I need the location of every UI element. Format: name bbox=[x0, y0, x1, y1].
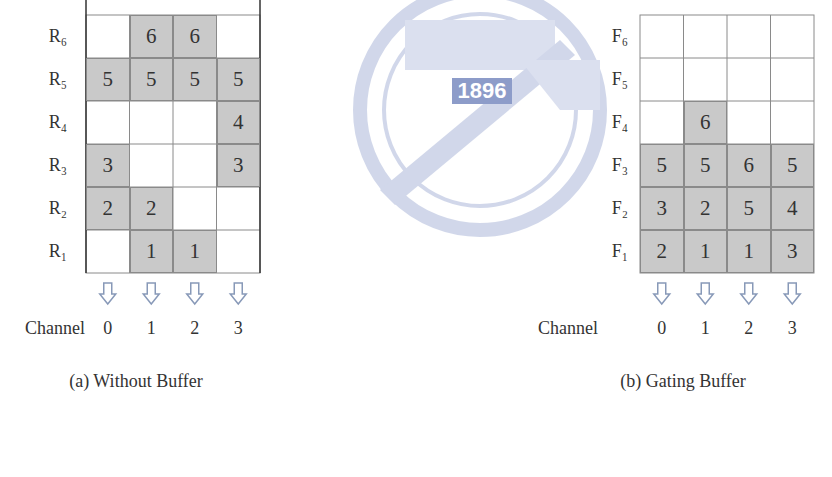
cell-number: 1 bbox=[744, 239, 755, 264]
cell-number: 2 bbox=[146, 196, 157, 221]
filled-cell: 2 bbox=[130, 187, 174, 230]
filled-cell: 1 bbox=[684, 230, 728, 273]
row-label: R₂ bbox=[49, 198, 67, 219]
cell-number: 1 bbox=[190, 239, 201, 264]
filled-cell: 5 bbox=[217, 58, 261, 101]
channel-arrows bbox=[100, 283, 801, 304]
filled-cell: 6 bbox=[727, 144, 771, 187]
filled-cell: 5 bbox=[771, 144, 815, 187]
filled-cell: 5 bbox=[173, 58, 217, 101]
grid-lines bbox=[640, 15, 814, 273]
channel-number: 3 bbox=[788, 318, 797, 339]
axis-label: Channel bbox=[538, 318, 598, 339]
cell-number: 1 bbox=[700, 239, 711, 264]
watermark: 1896 bbox=[452, 78, 513, 104]
filled-cell: 5 bbox=[130, 58, 174, 101]
channel-number: 3 bbox=[234, 318, 243, 339]
subfigure-caption: (a) Without Buffer bbox=[69, 371, 203, 392]
down-arrow bbox=[784, 283, 800, 304]
down-arrow bbox=[654, 283, 670, 304]
down-arrow bbox=[230, 283, 246, 304]
grid-walls bbox=[86, 0, 260, 273]
axis-label: Channel bbox=[25, 318, 85, 339]
cell-number: 6 bbox=[744, 153, 755, 178]
channel-number: 2 bbox=[744, 318, 753, 339]
cell-number: 5 bbox=[744, 196, 755, 221]
cell-number: 6 bbox=[700, 110, 711, 135]
row-label: F₄ bbox=[612, 112, 628, 133]
cell-number: 5 bbox=[700, 153, 711, 178]
down-arrow bbox=[697, 283, 713, 304]
subfigure-caption: (b) Gating Buffer bbox=[620, 371, 746, 392]
filled-cell: 3 bbox=[217, 144, 261, 187]
cell-number: 2 bbox=[700, 196, 711, 221]
cell-number: 5 bbox=[787, 153, 798, 178]
filled-cell: 2 bbox=[684, 187, 728, 230]
filled-cell: 6 bbox=[173, 15, 217, 58]
cell-number: 3 bbox=[233, 153, 244, 178]
channel-number: 0 bbox=[103, 318, 112, 339]
filled-cell: 5 bbox=[727, 187, 771, 230]
cell-number: 5 bbox=[657, 153, 668, 178]
row-label: F₂ bbox=[612, 198, 628, 219]
cell-number: 3 bbox=[787, 239, 798, 264]
cell-number: 5 bbox=[146, 67, 157, 92]
cell-number: 5 bbox=[190, 67, 201, 92]
filled-cell: 2 bbox=[86, 187, 130, 230]
row-label: R₅ bbox=[49, 69, 67, 90]
channel-number: 2 bbox=[190, 318, 199, 339]
filled-cell: 5 bbox=[86, 58, 130, 101]
row-label: F₆ bbox=[612, 26, 628, 47]
cell-number: 1 bbox=[146, 239, 157, 264]
filled-cell: 3 bbox=[771, 230, 815, 273]
filled-cell: 1 bbox=[173, 230, 217, 273]
filled-cell: 6 bbox=[130, 15, 174, 58]
filled-cell: 4 bbox=[217, 101, 261, 144]
watermark-logo bbox=[360, 0, 600, 230]
grid-lines bbox=[86, 15, 260, 273]
row-label: F₃ bbox=[612, 155, 628, 176]
filled-cell: 4 bbox=[771, 187, 815, 230]
row-label: R₃ bbox=[49, 155, 67, 176]
cell-number: 2 bbox=[657, 239, 668, 264]
cell-number: 5 bbox=[103, 67, 114, 92]
cell-number: 5 bbox=[233, 67, 244, 92]
filled-cell: 5 bbox=[640, 144, 684, 187]
row-label: R₁ bbox=[49, 241, 67, 262]
row-label: F₁ bbox=[612, 241, 628, 262]
cell-number: 4 bbox=[787, 196, 798, 221]
filled-cell: 3 bbox=[86, 144, 130, 187]
cell-number: 2 bbox=[103, 196, 114, 221]
filled-cell: 1 bbox=[130, 230, 174, 273]
filled-cell: 3 bbox=[640, 187, 684, 230]
cell-number: 6 bbox=[190, 24, 201, 49]
cell-number: 4 bbox=[233, 110, 244, 135]
filled-cell: 6 bbox=[684, 101, 728, 144]
row-label: F₅ bbox=[612, 69, 628, 90]
cell-number: 3 bbox=[103, 153, 114, 178]
cell-number: 3 bbox=[657, 196, 668, 221]
cell-number: 6 bbox=[146, 24, 157, 49]
filled-cell: 5 bbox=[684, 144, 728, 187]
down-arrow bbox=[143, 283, 159, 304]
row-label: R₆ bbox=[49, 26, 67, 47]
row-label: R₄ bbox=[49, 112, 67, 133]
down-arrow bbox=[741, 283, 757, 304]
channel-number: 1 bbox=[701, 318, 710, 339]
channel-number: 0 bbox=[657, 318, 666, 339]
filled-cell: 2 bbox=[640, 230, 684, 273]
channel-number: 1 bbox=[147, 318, 156, 339]
down-arrow bbox=[100, 283, 116, 304]
filled-cell: 1 bbox=[727, 230, 771, 273]
down-arrow bbox=[187, 283, 203, 304]
